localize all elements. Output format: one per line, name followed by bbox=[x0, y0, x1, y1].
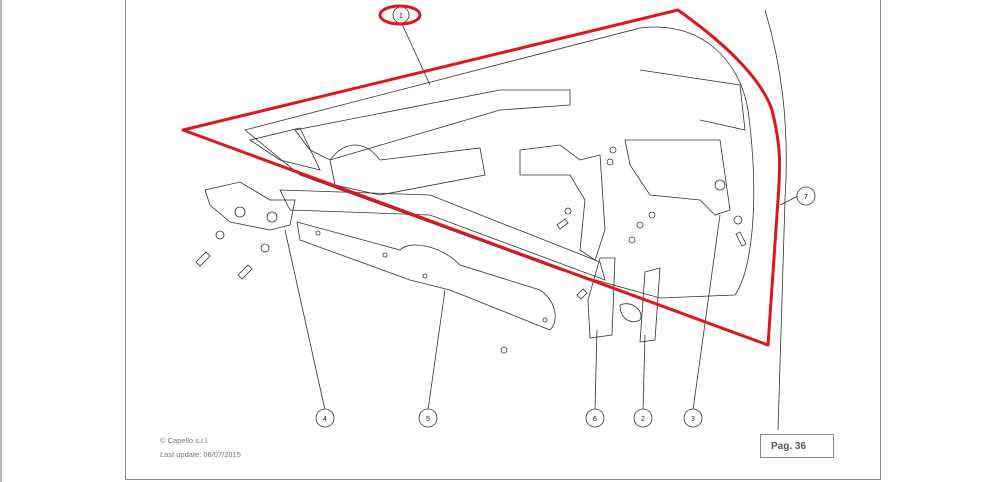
svg-text:3: 3 bbox=[691, 416, 695, 423]
parts-linework bbox=[195, 9, 799, 431]
viewer-scrollbar[interactable] bbox=[0, 0, 2, 482]
callout-1: 1 bbox=[392, 6, 410, 24]
svg-text:6: 6 bbox=[593, 416, 597, 423]
callout-4: 4 bbox=[315, 408, 335, 428]
callout-3: 3 bbox=[683, 408, 703, 428]
svg-text:2: 2 bbox=[641, 416, 645, 423]
red-region-outline bbox=[181, 8, 782, 347]
callout-6: 6 bbox=[585, 408, 605, 428]
svg-text:1: 1 bbox=[399, 13, 403, 20]
callout-2: 2 bbox=[633, 408, 653, 428]
svg-text:7: 7 bbox=[804, 194, 808, 201]
red-annotation bbox=[181, 4, 782, 347]
last-update-text: Last update: 06/07/2015 bbox=[160, 450, 241, 459]
copyright-text: © Capello s.r.l. bbox=[160, 436, 209, 445]
svg-text:4: 4 bbox=[323, 416, 327, 423]
callout-7: 7 bbox=[796, 186, 816, 206]
svg-text:5: 5 bbox=[426, 416, 430, 423]
callout-5: 5 bbox=[418, 408, 438, 428]
page-number-box: Pag. 36 bbox=[760, 434, 834, 458]
red-ellipse-highlight bbox=[378, 4, 422, 26]
